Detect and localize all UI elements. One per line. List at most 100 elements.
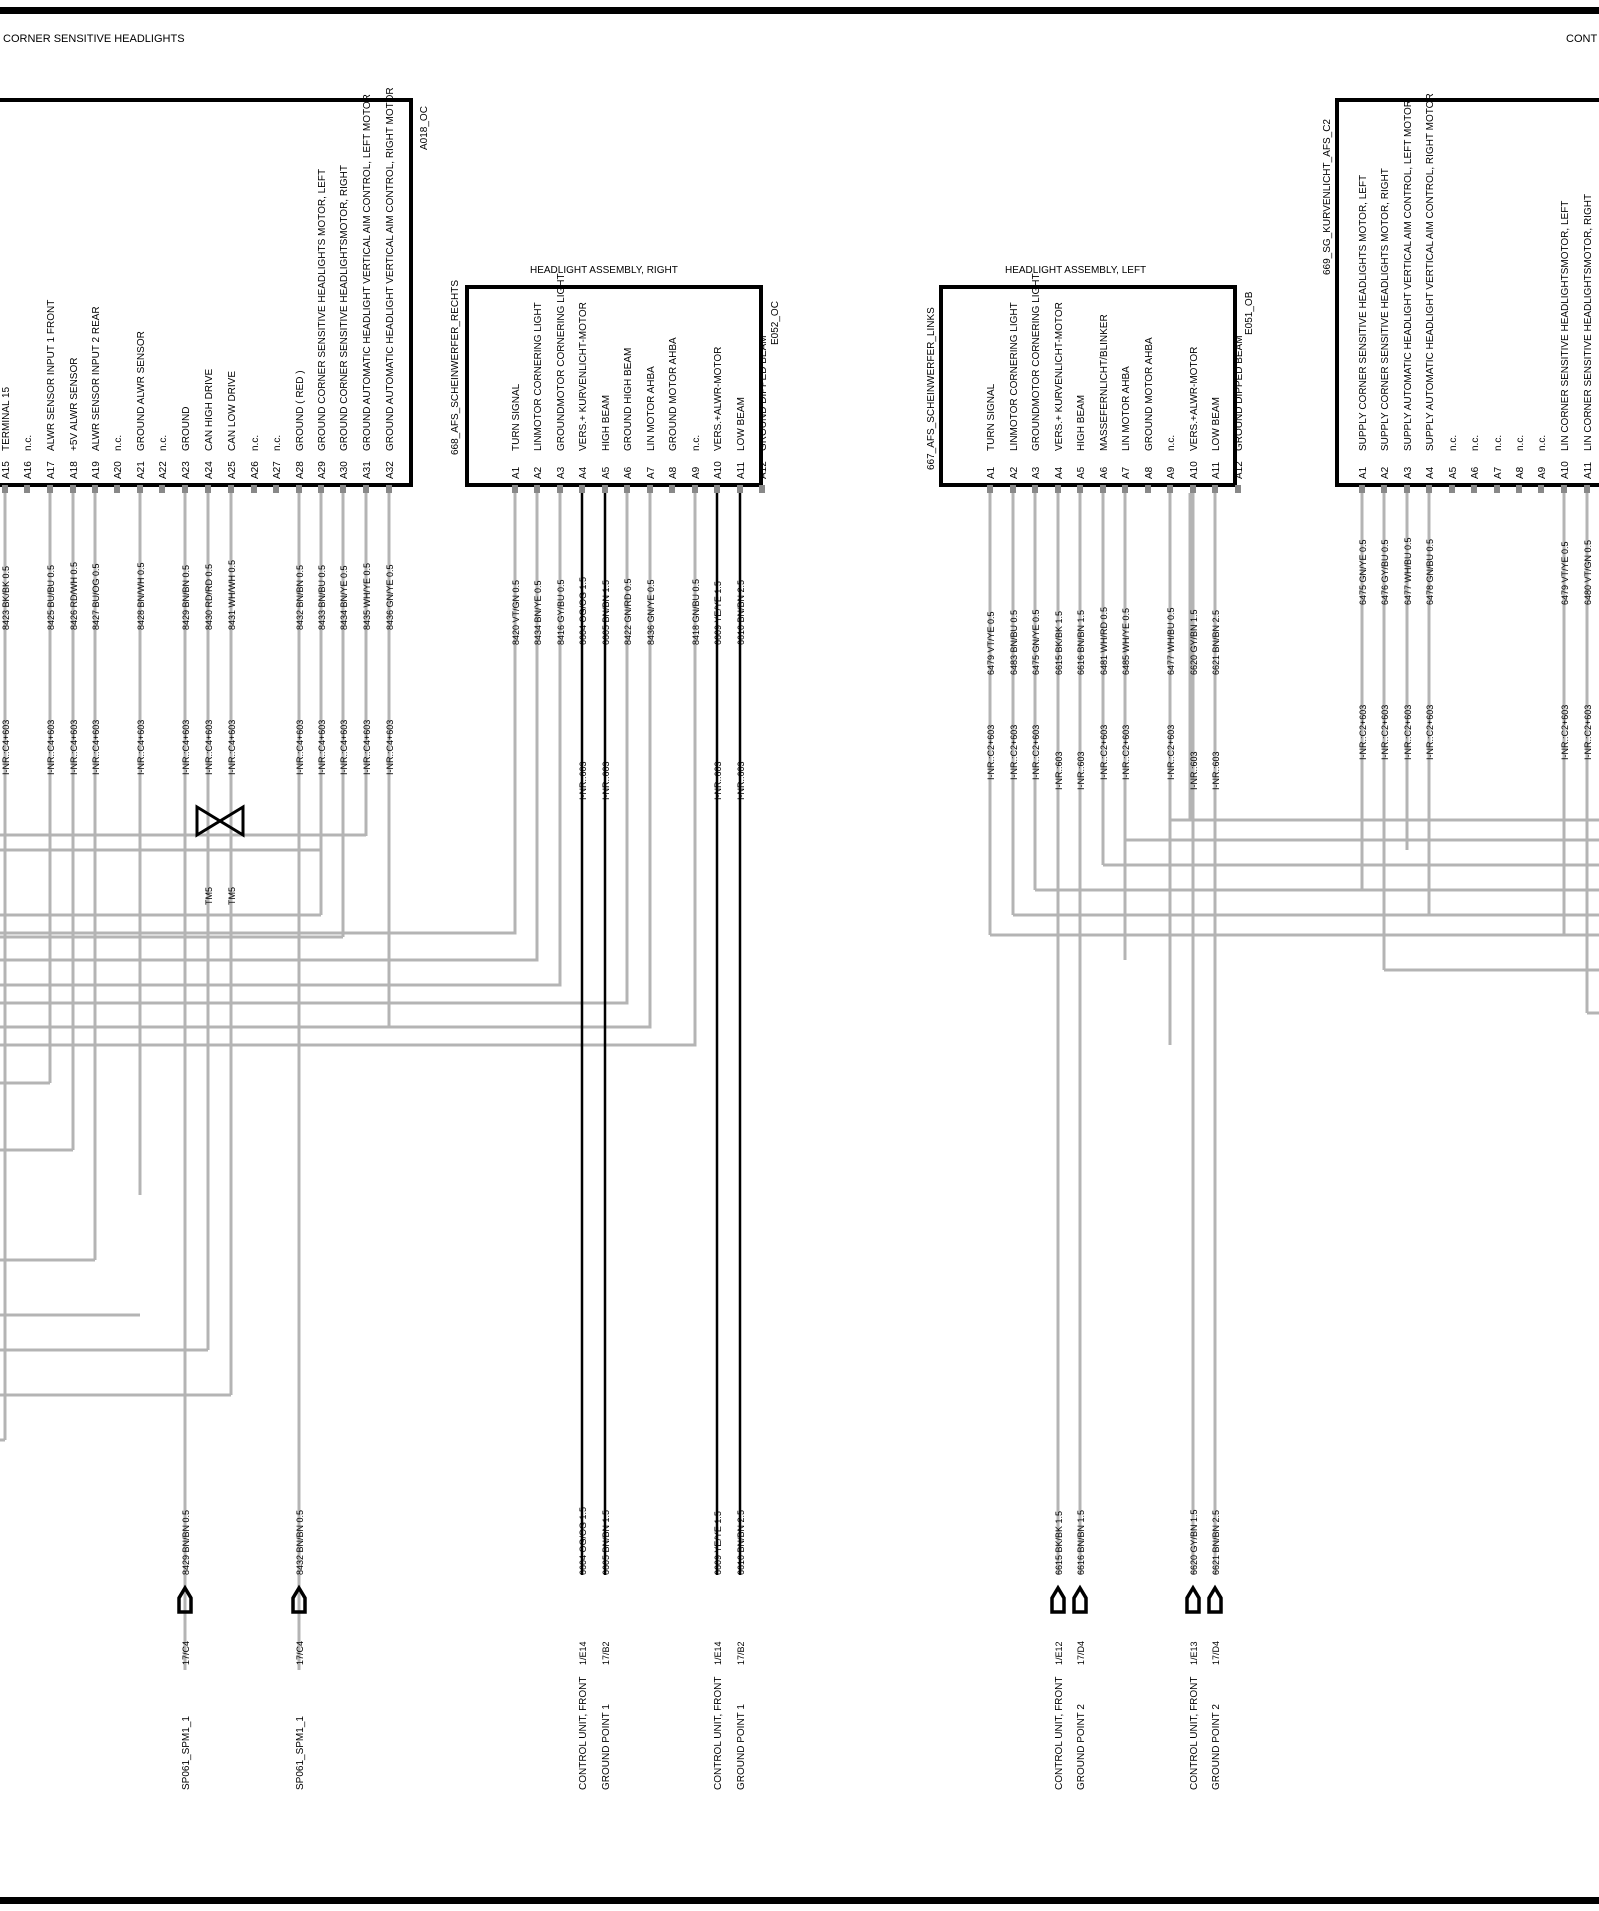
e052-wire-label: 6609 YE/YE 1.5 <box>713 581 723 645</box>
left-section-title: CORNER SENSITIVE HEADLIGHTS <box>3 33 185 45</box>
connector-c2-pin-label: SUPPLY AUTOMATIC HEADLIGHT VERTICAL AIM … <box>1403 100 1414 451</box>
connector-c2-pin-stub <box>1426 485 1432 493</box>
connector-a018-pin-label: n.c. <box>272 435 283 451</box>
connector-e051-pin-stub <box>1055 485 1061 493</box>
termination-ref: 1/E14 <box>578 1641 588 1665</box>
connector-a018-pin-stub <box>182 485 188 493</box>
connector-e051-pin: A5 <box>1076 466 1087 479</box>
connector-c2-pin-stub <box>1359 485 1365 493</box>
connector-a018-pin: A24 <box>204 461 215 479</box>
connector-c2-pin: A8 <box>1515 466 1526 479</box>
connector-e052-pin: A11 <box>736 462 747 479</box>
connector-e051-pin-label: VERS.+ALWR-MOTOR <box>1189 347 1200 451</box>
a018-harness-label: I-NR.:C4+603 <box>181 720 191 775</box>
connector-e052-pin-stub <box>714 485 720 493</box>
connector-a018-pin: A19 <box>91 461 102 479</box>
a018-wire-label: 8429 BN/BN 0.5 <box>181 565 191 630</box>
c2-wire-label: 6480 VT/GN 0.5 <box>1583 540 1593 605</box>
a018-wire-label: 8434 BN/YE 0.5 <box>339 565 349 630</box>
connector-a018-pin-stub <box>47 485 53 493</box>
right-section-title: CONT <box>1566 33 1597 45</box>
termination-destination: GROUND POINT 1 <box>736 1704 747 1790</box>
a018-harness-label: I-NR.:C4+603 <box>362 720 372 775</box>
connector-a018-pin-stub <box>70 485 76 493</box>
e052-wire <box>0 493 562 987</box>
frame-layer <box>0 7 1599 1904</box>
connector-c2-pin-stub <box>1494 485 1500 493</box>
connector-a018-pin-label: CAN LOW DRIVE <box>227 371 238 451</box>
connector-a018-pin: A23 <box>181 461 192 479</box>
connector-a018-pin: A17 <box>46 461 57 479</box>
connector-e051-pin: A8 <box>1144 466 1155 479</box>
c2-wire-label: 6475 GN/YE 0.5 <box>1358 539 1368 605</box>
connector-e051-pin-label: GROUND MOTOR AHBA <box>1144 337 1155 451</box>
connector-a018-pin: A31 <box>362 461 373 479</box>
e051-harness-label: I-NR.:C2+603 <box>1009 725 1019 780</box>
a018-wire-label: 8431 WH/WH 0.5 <box>227 560 237 630</box>
connector-c2-pin: A7 <box>1493 466 1504 479</box>
e051-wire-label: 6615 BK/BK 1.5 <box>1054 611 1064 675</box>
connector-e052-pin-stub <box>759 485 765 493</box>
connector-a018-pin-label: GROUND CORNER SENSITIVE HEADLIGHTSMOTOR,… <box>339 165 350 451</box>
e052-wire <box>0 493 697 1047</box>
connector-c2-pin-stub <box>1584 485 1590 493</box>
connector-a018-pin-label: n.c. <box>23 435 34 451</box>
connector-e052-pin-stub <box>579 485 585 493</box>
e051-wire-label: 6477 WH/BU 0.5 <box>1166 607 1176 675</box>
e051-harness-label: I-NR.:603 <box>1076 751 1086 790</box>
connector-e051-pin-stub <box>1032 485 1038 493</box>
connector-e051-pin: A1 <box>986 466 997 479</box>
connector-a018-pin-label: n.c. <box>113 435 124 451</box>
termination-wire-label: 6621 BN/BN 2.5 <box>1211 1510 1221 1575</box>
connector-e051-pin-label: HIGH BEAM <box>1076 395 1087 451</box>
e052-harness-label: I-NR.:603 <box>601 761 611 800</box>
termination-wire-label: 6616 BN/BN 1.5 <box>1076 1510 1086 1575</box>
connector-a018-pin-label: GROUND <box>181 407 192 451</box>
c2-harness-label: I-NR.:C2+603 <box>1583 705 1593 760</box>
termination-ref: 17/B2 <box>736 1641 746 1665</box>
connector-c2-pin-label: n.c. <box>1515 435 1526 451</box>
a018-harness-label: I-NR.:C4+603 <box>69 720 79 775</box>
termination-destination: GROUND POINT 1 <box>601 1704 612 1790</box>
connector-e052-pin: A1 <box>511 466 522 479</box>
connector-e052-pin: A6 <box>623 466 634 479</box>
connector-a018-pin-stub <box>92 485 98 493</box>
c2-wire-label: 6477 WH/BU 0.5 <box>1403 537 1413 605</box>
connector-e052-box <box>465 285 763 487</box>
connector-a018-pin-label: GROUND AUTOMATIC HEADLIGHT VERTICAL AIM … <box>385 87 396 451</box>
connector-e051-box <box>939 285 1237 487</box>
e051-wire-label: 6485 WH/YE 0.5 <box>1121 608 1131 675</box>
connector-e051-pin-label: GROUND DIPPED BEAM <box>1234 335 1245 451</box>
a018-wire-label: 8433 BN/BU 0.5 <box>317 565 327 630</box>
connector-e052-pin-label: GROUNDMOTOR CORNERING LIGHT <box>556 273 567 451</box>
connector-a018-pin: A29 <box>317 461 328 479</box>
connector-e051-pin: A6 <box>1099 466 1110 479</box>
e052-harness-label: I-NR.:603 <box>736 761 746 800</box>
termination-wire-label: 6615 BK/BK 1.5 <box>1054 1511 1064 1575</box>
a018-wire-label: 8432 BN/BN 0.5 <box>295 565 305 630</box>
a018-harness-label: I-NR.:C4+603 <box>46 720 56 775</box>
connector-e051-pin-label: GROUNDMOTOR CORNERING LIGHT <box>1031 273 1042 451</box>
termination-ref: 1/E12 <box>1054 1641 1064 1665</box>
connector-a018-pin-stub <box>137 485 143 493</box>
connector-a018-pin-stub <box>386 485 392 493</box>
c2-harness-label: I-NR.:C2+603 <box>1358 705 1368 760</box>
e052-wire-label: 8418 GN/BU 0.5 <box>691 579 701 645</box>
termination-ref: 17/D4 <box>1076 1641 1086 1665</box>
twisted-pair-label: TM5 <box>227 887 237 905</box>
e051-harness-label: I-NR.:C2+603 <box>1099 725 1109 780</box>
connector-e052-pin: A4 <box>578 466 589 479</box>
connector-e052-pin-stub <box>692 485 698 493</box>
e051-harness-label: I-NR.:C2+603 <box>1121 725 1131 780</box>
connector-c2-pin-label: n.c. <box>1470 435 1481 451</box>
termination-ref: 17/B2 <box>601 1641 611 1665</box>
connector-a018-pin-label: GROUND AUTOMATIC HEADLIGHT VERTICAL AIM … <box>362 94 373 451</box>
e052-wire <box>0 493 652 1029</box>
connector-e052-pin: A7 <box>646 466 657 479</box>
connector-e051-pin-label: VERS.+ KURVENLICHT-MOTOR <box>1054 302 1065 451</box>
bottom-border <box>0 1897 1599 1904</box>
connector-a018-pin-stub <box>340 485 346 493</box>
connector-e052-pin-label: HIGH BEAM <box>601 395 612 451</box>
